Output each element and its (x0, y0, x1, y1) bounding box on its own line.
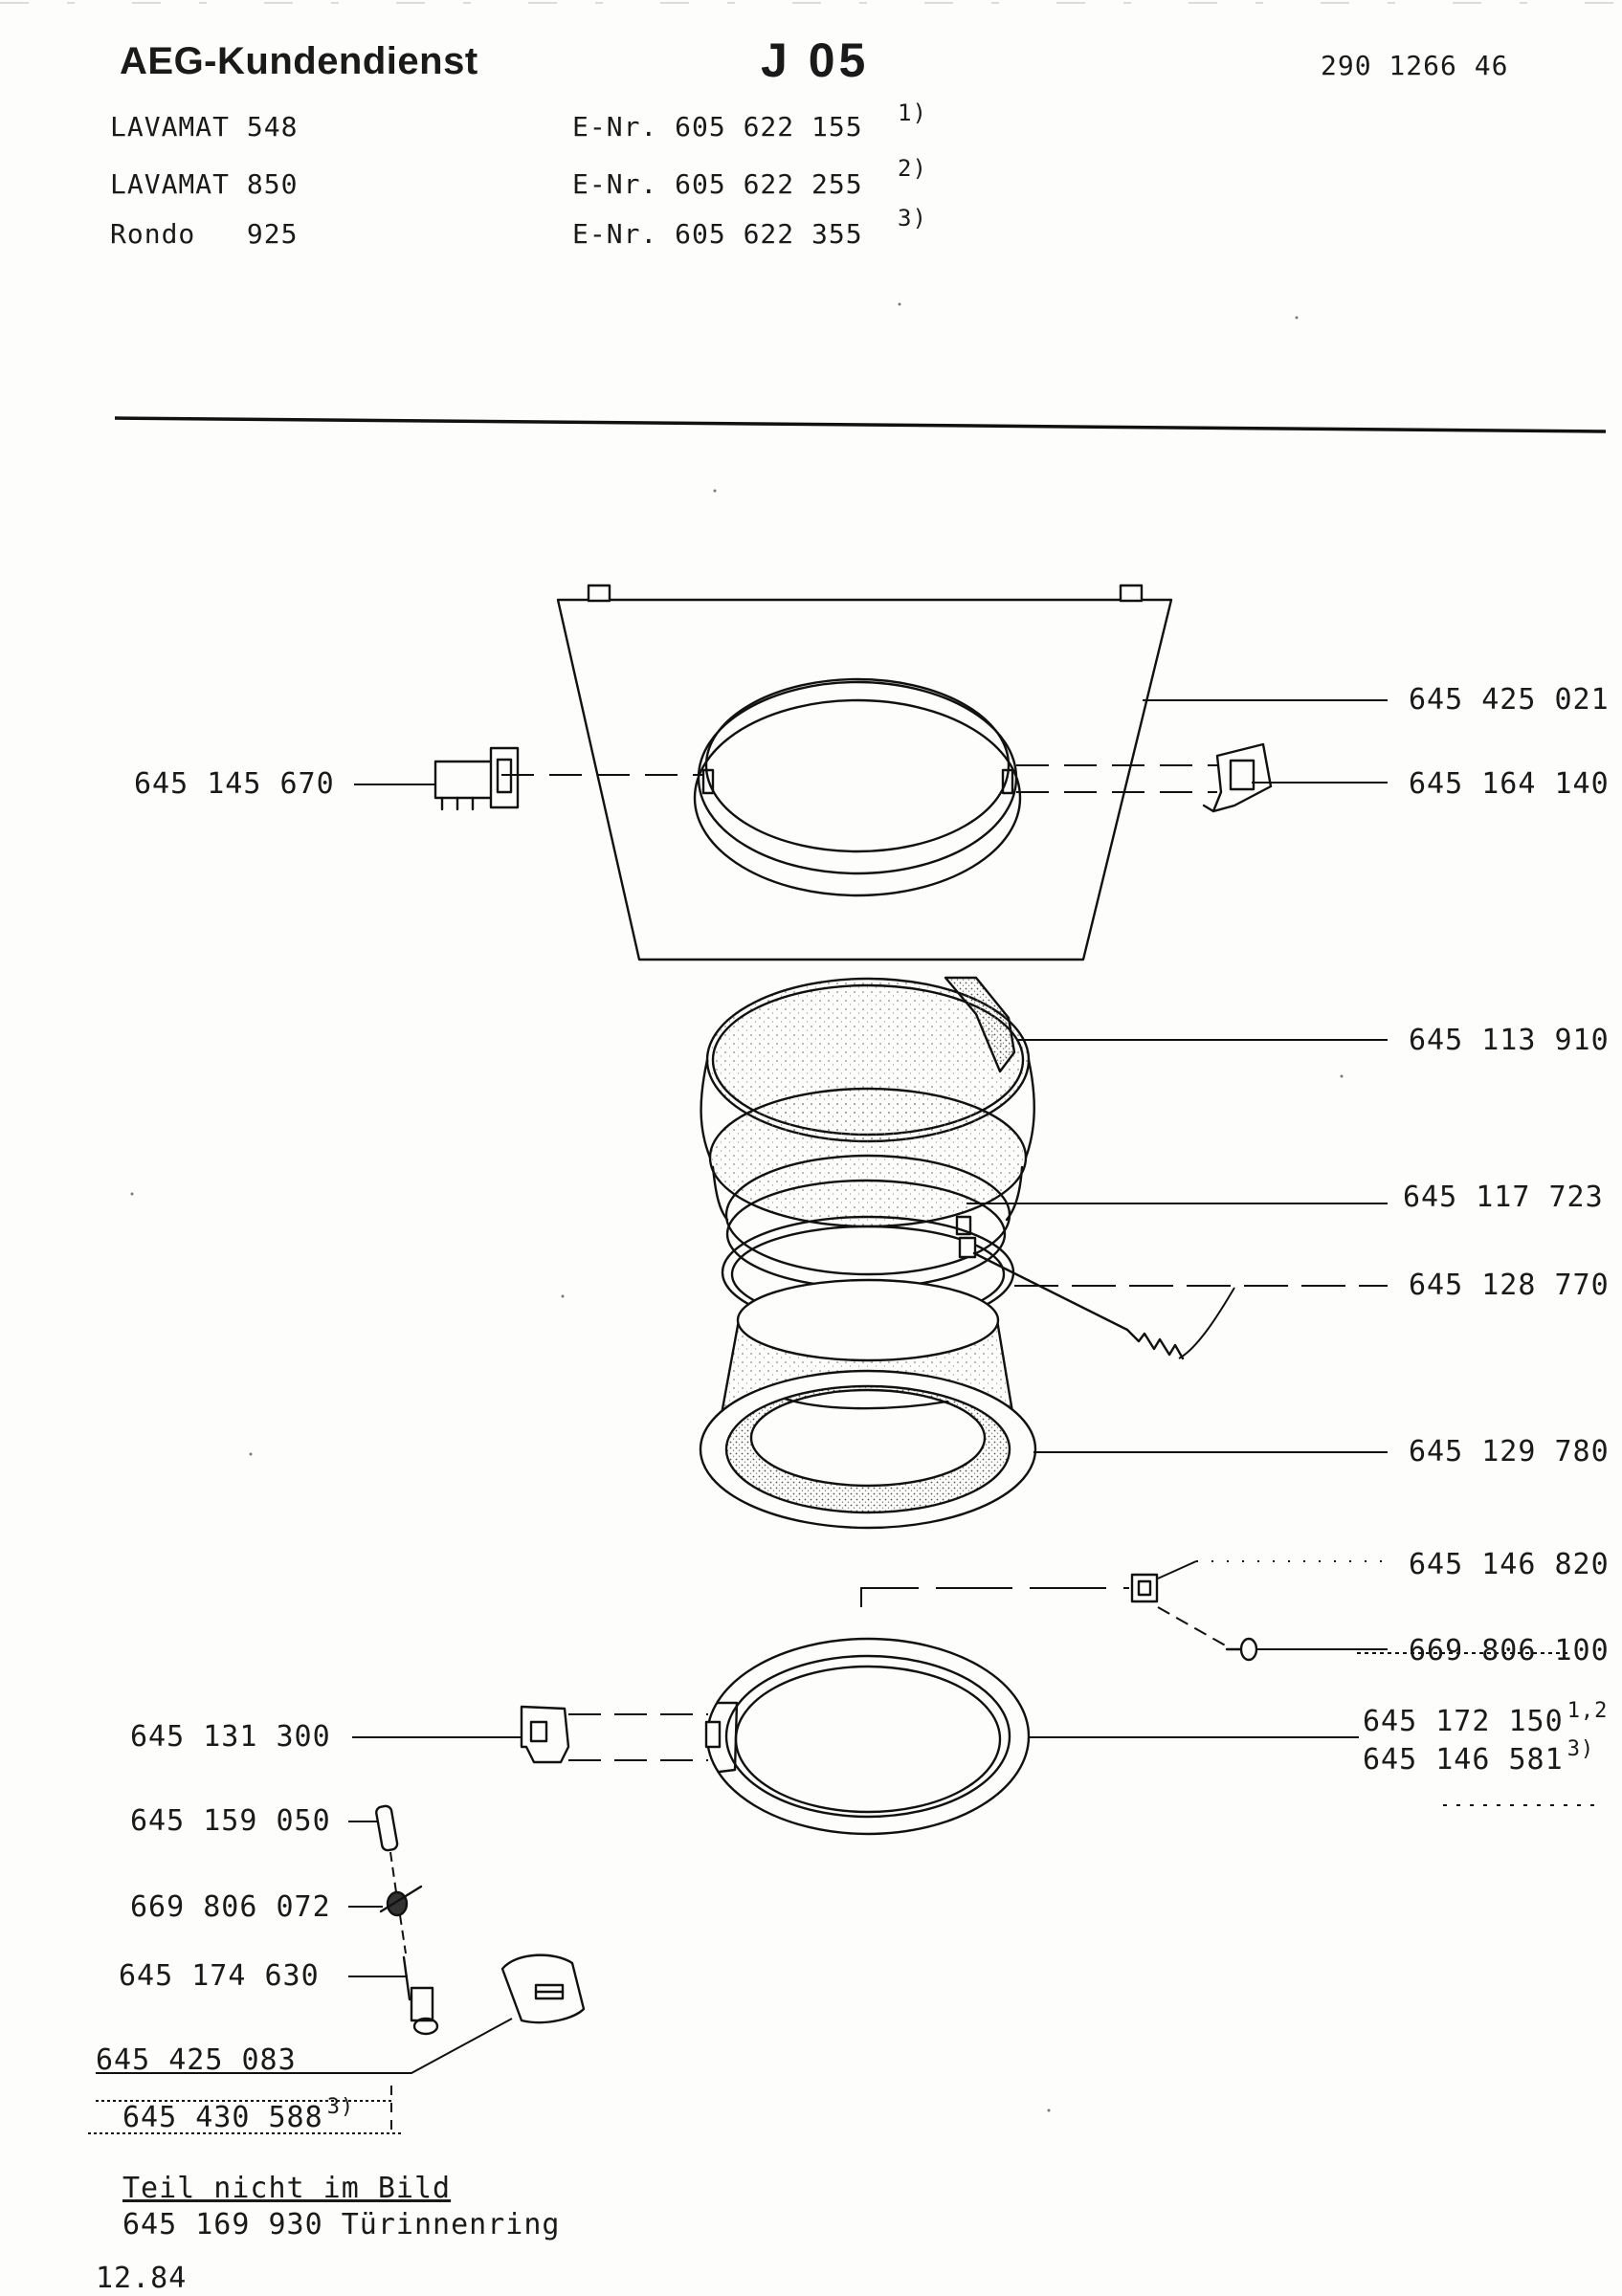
part-number-hinge: 645 164 140 (1409, 767, 1610, 801)
door-ring-b-note: 3) (1566, 1737, 1595, 1761)
model-note: 3) (898, 205, 927, 232)
part-number-door-seal: 645 113 910 (1409, 1024, 1610, 1057)
door-lock-part (433, 746, 520, 811)
part-number-handle-a: 645 425 083 (96, 2043, 297, 2077)
front-panel (556, 584, 1173, 961)
part-number-door-glass: 645 129 780 (1409, 1435, 1610, 1468)
door-catch-part (520, 1705, 570, 1764)
handle-b-note: 3) (326, 2095, 355, 2119)
door-seal-part (700, 976, 1035, 1276)
hinge-nut-part (1130, 1573, 1159, 1603)
hinge-part (1202, 742, 1273, 813)
door-handle-part (500, 1954, 586, 2024)
pin-part (375, 1804, 399, 1852)
header-rule (114, 416, 1607, 433)
model-name: LAVAMAT 850 (110, 168, 299, 200)
leader-lines (88, 699, 1596, 2134)
door-ring-b-number: 645 146 581 (1363, 1743, 1564, 1777)
door-ring-a-number: 645 172 150 (1363, 1705, 1564, 1738)
part-number-door-catch: 645 131 300 (130, 1720, 331, 1754)
part-number-catch-pin: 645 174 630 (119, 1959, 320, 1993)
model-enr: E-Nr. 605 622 355 (572, 218, 863, 250)
screw-part (1225, 1637, 1258, 1662)
part-number-pin: 645 159 050 (130, 1804, 331, 1838)
scan-specks (130, 302, 1344, 2112)
document-number: 290 1266 46 (1321, 50, 1509, 81)
model-note: 2) (898, 155, 927, 182)
not-shown-heading: Teil nicht im Bild (122, 2172, 452, 2205)
part-number-screw: 669 806 100 (1409, 1634, 1610, 1667)
part-number-clamp-spring: 645 128 770 (1409, 1269, 1610, 1302)
part-number-hinge-nut: 645 146 820 (1409, 1548, 1610, 1581)
brand-title: AEG-Kundendienst (120, 40, 478, 82)
catch-pin-part (402, 1955, 439, 2036)
not-shown-item: 645 169 930 Türinnenring (122, 2208, 561, 2241)
door-ring-a-note: 1,2 (1566, 1699, 1609, 1723)
model-name: Rondo 925 (110, 218, 299, 250)
part-number-front-panel: 645 425 021 (1409, 683, 1610, 717)
model-name: LAVAMAT 548 (110, 111, 299, 143)
model-enr: E-Nr. 605 622 255 (572, 168, 863, 200)
model-enr: E-Nr. 605 622 155 (572, 111, 863, 143)
spring-part (379, 1885, 423, 1917)
door-ring-part (704, 1637, 1031, 1836)
door-glass-part (699, 1278, 1037, 1530)
model-note: 1) (898, 99, 927, 126)
revision-date: 12.84 (96, 2262, 188, 2295)
sheet-code: J 05 (761, 33, 870, 87)
tension-spring-part (972, 1251, 1185, 1360)
part-number-seal-clamp: 645 117 723 (1403, 1181, 1604, 1214)
part-number-door-lock: 645 145 670 (134, 767, 335, 801)
handle-b-number: 645 430 588 (122, 2101, 323, 2134)
part-number-spring: 669 806 072 (130, 1890, 331, 1924)
